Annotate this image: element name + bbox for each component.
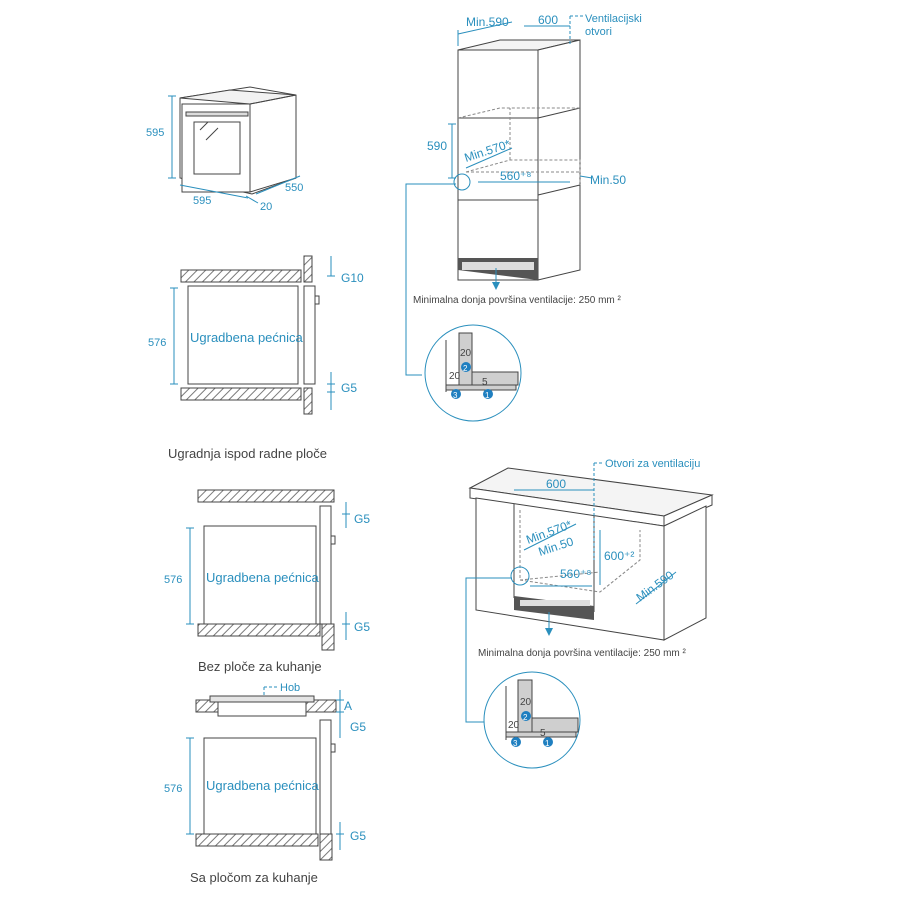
section-top-cutaway: 576 Ugradbena pećnica G10 G5 [148, 255, 364, 415]
oven-width-label: 595 [193, 195, 211, 207]
oven-height-label: 595 [146, 127, 164, 139]
column-badge-1: 1 [485, 391, 490, 400]
section-top-gap-top: G10 [341, 271, 364, 285]
column-inner-depth-label: 560⁺⁸ [500, 169, 531, 183]
counter-width-label: 600 [546, 477, 566, 491]
section-no-hob: 576 Ugradbena pećnica G5 G5 Bez ploče za… [164, 489, 370, 674]
section-hob-caption: Sa pločom za kuhanje [190, 870, 318, 885]
section-top-gap-bottom: G5 [341, 381, 357, 395]
section-no-hob-gap-top: G5 [354, 512, 370, 526]
section-hob-oven-label: Ugradbena pećnica [206, 778, 320, 793]
column-width-min-label: Min.590 [466, 15, 509, 29]
section-no-hob-caption: Bez ploče za kuhanje [198, 659, 322, 674]
oven-3d-view: 595 595 550 20 [146, 86, 303, 213]
counter-detail-20a: 20 [520, 697, 532, 708]
counter-inner-depth-label: 560⁺⁸ [560, 567, 591, 581]
oven-depth-label: 550 [285, 182, 303, 194]
column-niche-height-label: 590 [427, 139, 447, 153]
section-hob-gap-bottom: G5 [350, 829, 366, 843]
counter-installation: Otvori za ventilaciju 600 Min.570* Min.5… [465, 458, 714, 769]
column-detail-20b: 20 [449, 371, 461, 382]
section-no-hob-oven-label: Ugradbena pećnica [206, 570, 320, 585]
column-width-label: 600 [538, 13, 558, 27]
oven-door-label: 20 [260, 201, 272, 213]
section-hob-gap-top: G5 [350, 720, 366, 734]
section-top-height-label: 576 [148, 337, 166, 349]
column-badge-3: 3 [453, 391, 458, 400]
counter-badge-2: 2 [523, 713, 528, 722]
section-hob-gap-a: A [344, 699, 352, 713]
column-detail-5: 5 [482, 377, 488, 388]
column-badge-2: 2 [463, 364, 468, 373]
counter-badge-1: 1 [545, 739, 550, 748]
section-no-hob-gap-bottom: G5 [354, 620, 370, 634]
column-vent-label-2: otvori [585, 26, 612, 38]
counter-badge-3: 3 [513, 739, 518, 748]
section-hob-hob-label: Hob [280, 682, 300, 694]
section-hob-height-label: 576 [164, 783, 182, 795]
column-vent-note: Minimalna donja površina ventilacije: 25… [413, 295, 622, 306]
section-top-oven-label: Ugradbena pećnica [190, 330, 304, 345]
counter-height-label: 600⁺² [604, 549, 634, 563]
column-installation: Min.590 600 Ventilacijski otvori 590 Min… [405, 13, 642, 422]
counter-vent-label: Otvori za ventilaciju [605, 458, 700, 470]
counter-detail-5: 5 [540, 728, 546, 739]
column-detail-20a: 20 [460, 348, 472, 359]
column-side-min-label: Min.50 [590, 173, 626, 187]
counter-detail-20b: 20 [508, 720, 520, 731]
section-with-hob: Hob 576 Ugradbena pećnica A G5 G5 Sa plo… [164, 682, 366, 885]
under-counter-title: Ugradnja ispod radne ploče [168, 446, 327, 461]
counter-vent-note: Minimalna donja površina ventilacije: 25… [478, 648, 687, 659]
column-vent-label-1: Ventilacijski [585, 13, 642, 25]
section-no-hob-height-label: 576 [164, 574, 182, 586]
